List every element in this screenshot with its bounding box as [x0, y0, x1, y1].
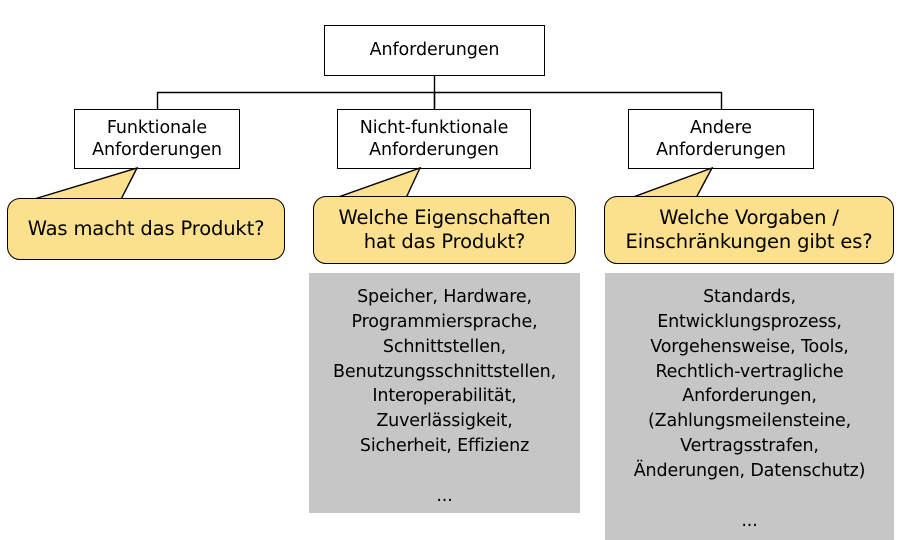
detail-box-andere-anforderungen: Standards, Entwicklungsprozess, Vorgehen…	[605, 273, 894, 540]
callout-nicht-funktionale-anforderungen: Welche Eigenschaften hat das Produkt?	[313, 196, 576, 264]
callout-andere-anforderungen: Welche Vorgaben / Einschränkungen gibt e…	[604, 196, 894, 264]
node-funktionale-anforderungen: Funktionale Anforderungen	[74, 109, 240, 169]
callout-funktionale-anforderungen: Was macht das Produkt?	[7, 198, 285, 260]
node-anforderungen: Anforderungen	[324, 25, 545, 76]
node-nicht-funktionale-anforderungen: Nicht-funktionale Anforderungen	[337, 109, 531, 169]
detail-box-nicht-funktionale-anforderungen: Speicher, Hardware, Programmiersprache, …	[309, 273, 580, 513]
node-andere-anforderungen: Andere Anforderungen	[628, 109, 814, 169]
